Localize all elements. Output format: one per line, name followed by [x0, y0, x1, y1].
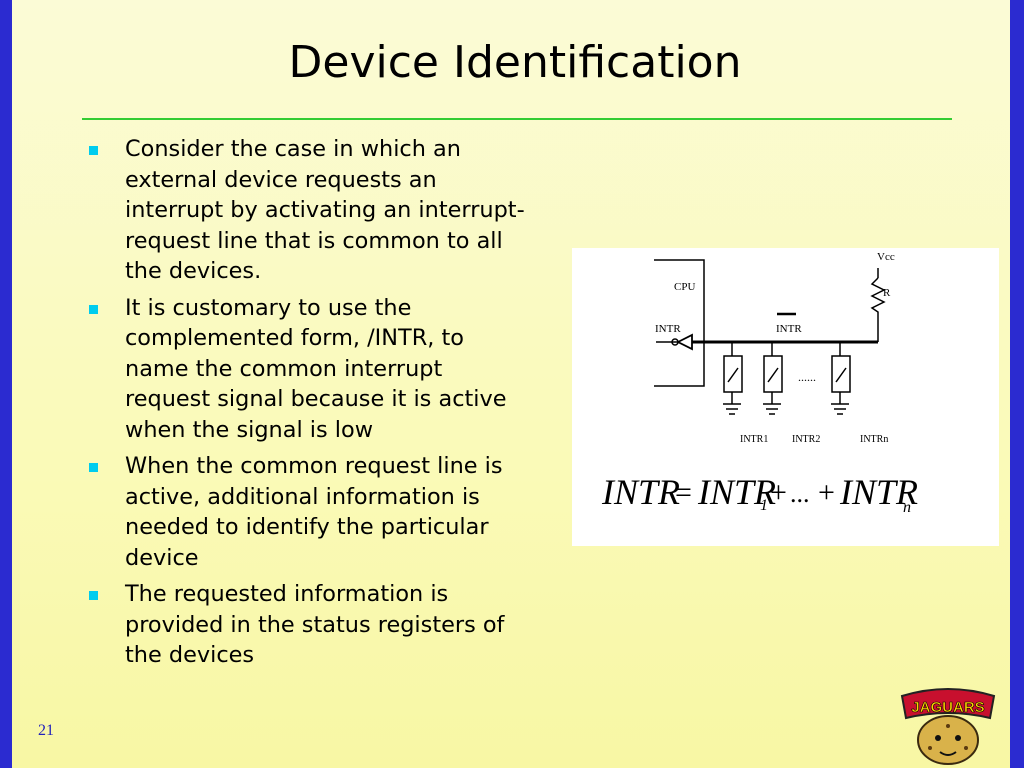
- cpu-intr-label: INTR: [655, 323, 681, 335]
- bullet-square-icon: [89, 591, 98, 600]
- bullet-text: When the common request line is active, …: [125, 453, 503, 571]
- interrupt-circuit-figure: CPU INTR INTR Vcc R ...... INTR1 INTR2 I…: [572, 248, 999, 546]
- equation-ellipsis: ...: [790, 479, 810, 508]
- device-switch-2: [763, 342, 783, 415]
- intr2-label: INTR2: [792, 434, 820, 445]
- bullet-square-icon: [89, 463, 98, 472]
- equation-plus-2: +: [818, 476, 835, 509]
- resistor-icon: [870, 277, 886, 342]
- equation-plus-1: +: [770, 476, 787, 509]
- jaguars-logo-icon: JAGUARS: [900, 688, 996, 765]
- bullet-item: When the common request line is active, …: [86, 451, 526, 573]
- inverter-bubble-icon: [671, 338, 679, 346]
- device-switch-n: [831, 342, 851, 415]
- cpu-box: [654, 259, 705, 387]
- bullet-square-icon: [89, 146, 98, 155]
- page-number: 21: [38, 722, 54, 739]
- cpu-label: CPU: [674, 281, 695, 293]
- bullet-text: It is customary to use the complemented …: [125, 294, 507, 443]
- equation-subscript-n: n: [903, 499, 911, 516]
- bullet-text: Consider the case in which an external d…: [125, 136, 525, 284]
- resistor-label: R: [883, 287, 891, 299]
- bullet-item: It is customary to use the complemented …: [86, 293, 526, 446]
- intr-equation: INTR = INTR 1 + ... + INTR n: [601, 472, 918, 516]
- logo-banner-icon: [900, 688, 996, 720]
- equation-term-1: INTR: [697, 472, 776, 512]
- equation-lhs: INTR: [601, 472, 680, 512]
- intrn-label: INTRn: [860, 434, 888, 445]
- intr1-label: INTR1: [740, 434, 768, 445]
- bullet-text: The requested information is provided in…: [125, 581, 505, 668]
- right-border-bar: [1010, 0, 1024, 768]
- bullet-item: The requested information is provided in…: [86, 579, 526, 671]
- title-divider: [82, 118, 952, 120]
- jaguar-head-icon: [917, 715, 979, 765]
- bullet-square-icon: [89, 304, 98, 314]
- vcc-label: Vcc: [877, 251, 895, 263]
- device-switch-1: [723, 342, 743, 415]
- equation-subscript-1: 1: [760, 497, 768, 514]
- equation-term-2: INTR: [839, 472, 918, 512]
- slide-title: Device Identification: [288, 37, 742, 88]
- left-border-bar: [0, 0, 12, 768]
- equation-equals: =: [675, 476, 692, 509]
- inverter-icon: [675, 333, 693, 351]
- device-dots-label: ......: [798, 370, 816, 384]
- circuit-diagram: CPU INTR INTR Vcc R ...... INTR1 INTR2 I…: [601, 251, 918, 516]
- logo-text: JAGUARS: [911, 699, 984, 716]
- bullet-list: Consider the case in which an external d…: [86, 134, 526, 677]
- intr-bus-label: INTR: [776, 323, 802, 335]
- bullet-item: Consider the case in which an external d…: [86, 134, 526, 287]
